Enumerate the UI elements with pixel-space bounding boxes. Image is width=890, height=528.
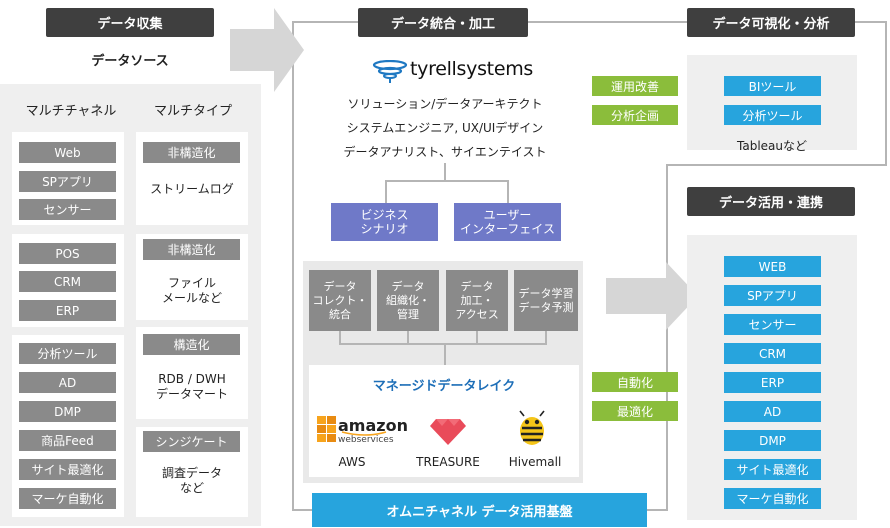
aws-logo-subtext: webservices xyxy=(338,435,394,445)
type-desc: RDB / DWH データマート xyxy=(155,372,228,401)
analysis-tool-tag: 分析ツール xyxy=(724,105,821,125)
channel-tag: 分析ツール xyxy=(19,343,116,364)
role-line: システムエンジニア, UX/UIデザイン xyxy=(346,121,544,135)
treasure-logo-icon xyxy=(430,419,466,445)
channel-tag: AD xyxy=(19,372,116,393)
channel-tag: CRM xyxy=(19,271,116,292)
tableau-note: Tableauなど xyxy=(737,139,807,153)
header-data-utilize: データ活用・連携 xyxy=(687,187,855,216)
type-desc: ストリームログ xyxy=(150,182,234,196)
business-scenario-tag: ビジネス シナリオ xyxy=(331,203,438,241)
channel-tag: POS xyxy=(19,243,116,264)
multichannel-label: マルチチャネル xyxy=(25,104,117,119)
connector xyxy=(407,331,409,344)
type-tag: 非構造化 xyxy=(143,142,240,163)
utilize-tag: CRM xyxy=(724,343,821,364)
type-desc: ファイル メールなど xyxy=(161,276,222,305)
utilize-tag: サイト最適化 xyxy=(724,459,821,480)
connector xyxy=(476,331,478,344)
channel-tag: センサー xyxy=(19,199,116,220)
hivemall-logo-icon xyxy=(519,410,545,445)
connector xyxy=(444,163,446,181)
aws-smile-icon xyxy=(341,431,387,436)
multitype-label: マルチタイプ xyxy=(153,104,232,119)
channel-tag: ERP xyxy=(19,300,116,321)
process-tag: データ 組織化・ 管理 xyxy=(377,270,439,331)
utilize-tag: ERP xyxy=(724,372,821,393)
header-data-integrate: データ統合・加工 xyxy=(358,8,528,37)
optimization-tag: 最適化 xyxy=(592,401,678,421)
connector xyxy=(545,331,547,344)
operation-improvement-tag: 運用改善 xyxy=(592,76,678,96)
frame-right-vertical xyxy=(885,21,887,165)
data-lake-title: マネージドデータレイク xyxy=(372,379,516,394)
vendor-treasure: TREASURE xyxy=(416,455,480,469)
header-data-collect: データ収集 xyxy=(46,8,214,37)
arrow-right-icon xyxy=(230,8,304,92)
data-source-title: データソース xyxy=(91,54,169,69)
connector xyxy=(339,343,547,345)
frame-bottom-right xyxy=(647,509,668,511)
type-tag: シンジケート xyxy=(143,431,240,452)
visualize-panel xyxy=(687,55,857,150)
frame-mid-horizontal xyxy=(666,164,887,166)
arrow-right-icon xyxy=(606,262,698,330)
frame-right-top xyxy=(855,21,886,23)
utilize-tag: マーケ自動化 xyxy=(724,488,821,509)
process-tag: データ コレクト・ 統合 xyxy=(309,270,371,331)
channel-group-3 xyxy=(12,335,124,517)
channel-tag: サイト最適化 xyxy=(19,459,116,480)
aws-logo-text: amazon xyxy=(338,416,408,435)
connector xyxy=(385,180,508,182)
process-tag: データ学習 データ予測 xyxy=(514,270,578,331)
header-data-visualize: データ可視化・分析 xyxy=(687,8,855,37)
utilize-tag: WEB xyxy=(724,256,821,277)
user-interface-tag: ユーザー インターフェイス xyxy=(454,203,561,241)
channel-tag: DMP xyxy=(19,401,116,422)
utilize-tag: センサー xyxy=(724,314,821,335)
channel-tag: 商品Feed xyxy=(19,430,116,451)
frame-top-left xyxy=(292,21,358,23)
automation-tag: 自動化 xyxy=(592,372,678,392)
vendor-hivemall: Hivemall xyxy=(508,455,562,469)
aws-logo-icon xyxy=(317,416,336,442)
type-tag: 構造化 xyxy=(143,334,240,355)
utilize-tag: DMP xyxy=(724,430,821,451)
tyrellsystems-logo: tyrellsystems xyxy=(410,58,534,80)
role-line: ソリューション/データアーキテクト xyxy=(347,97,543,111)
process-tag: データ 加工・ アクセス xyxy=(446,270,508,331)
frame-mid-vertical xyxy=(666,164,668,510)
connector xyxy=(444,343,446,365)
connector xyxy=(385,180,387,204)
bi-tool-tag: BIツール xyxy=(724,76,821,96)
channel-tag: Web xyxy=(19,142,116,163)
tyrellsystems-logo-icon xyxy=(372,60,408,83)
type-desc: 調査データ など xyxy=(161,466,222,495)
connector xyxy=(339,331,341,344)
frame-left-vertical xyxy=(292,21,294,510)
analysis-planning-tag: 分析企画 xyxy=(592,105,678,125)
connector xyxy=(507,180,509,204)
frame-bottom-left xyxy=(292,509,312,511)
role-line: データアナリスト、サイエンテイスト xyxy=(343,145,547,159)
omnichannel-platform-bar: オムニチャネル データ活用基盤 xyxy=(312,493,647,527)
utilize-tag: AD xyxy=(724,401,821,422)
frame-top-right xyxy=(528,21,687,23)
type-tag: 非構造化 xyxy=(143,239,240,260)
channel-tag: SPアプリ xyxy=(19,171,116,192)
vendor-aws: AWS xyxy=(338,455,366,469)
utilize-tag: SPアプリ xyxy=(724,285,821,306)
channel-tag: マーケ自動化 xyxy=(19,488,116,509)
